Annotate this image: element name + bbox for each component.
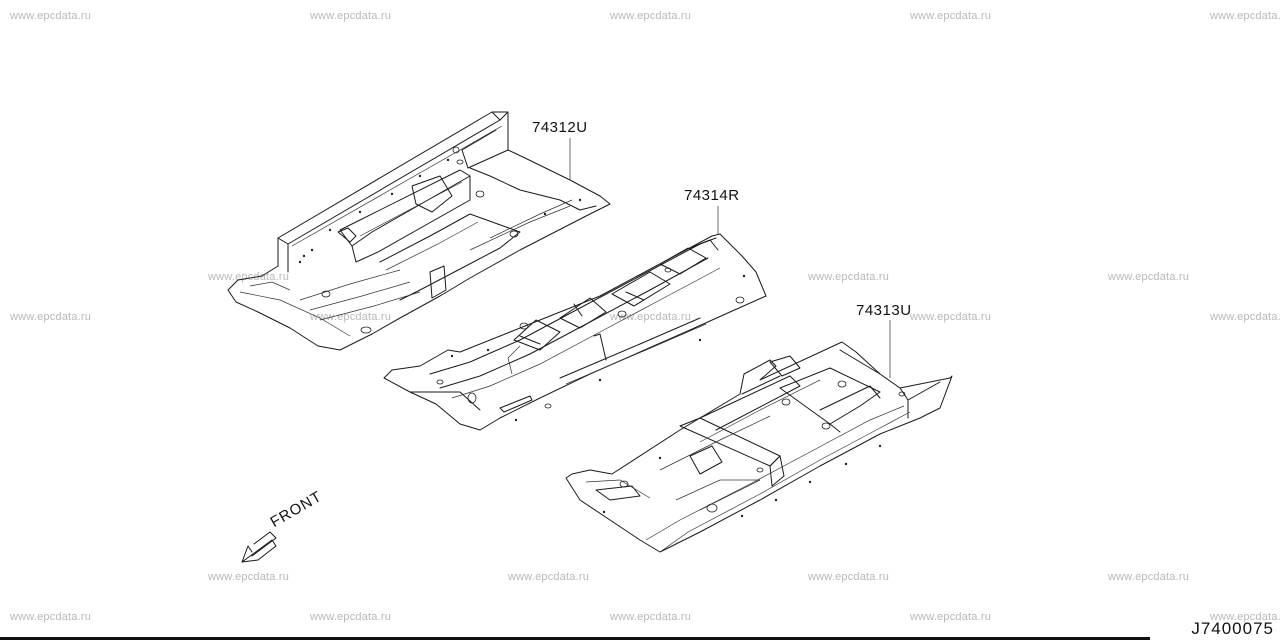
front-direction-arrow-icon: [241, 531, 277, 563]
watermark: www.epcdata.ru: [1108, 571, 1190, 583]
watermark: www.epcdata.ru: [310, 10, 392, 22]
watermark: www.epcdata.ru: [1108, 271, 1190, 283]
watermark: www.epcdata.ru: [610, 611, 692, 623]
watermark: www.epcdata.ru: [808, 571, 890, 583]
part-number-label[interactable]: 74312U: [532, 119, 588, 136]
watermark: www.epcdata.ru: [808, 271, 890, 283]
watermark: www.epcdata.ru: [1210, 311, 1280, 323]
part-number-label[interactable]: 74314R: [684, 187, 740, 204]
part-number-label[interactable]: 74313U: [856, 302, 912, 319]
watermark: www.epcdata.ru: [1210, 10, 1280, 22]
watermark: www.epcdata.ru: [610, 311, 692, 323]
watermark: www.epcdata.ru: [310, 611, 392, 623]
watermark: www.epcdata.ru: [10, 611, 92, 623]
watermark: www.epcdata.ru: [208, 271, 290, 283]
watermark: www.epcdata.ru: [310, 311, 392, 323]
floor-panel-rear-part[interactable]: [565, 320, 953, 553]
watermark: www.epcdata.ru: [10, 311, 92, 323]
watermark: www.epcdata.ru: [910, 611, 992, 623]
floor-panel-front-part[interactable]: [227, 111, 611, 351]
diagram-code: J7400075: [1191, 619, 1274, 638]
watermark: www.epcdata.ru: [1210, 611, 1280, 623]
watermark: www.epcdata.ru: [10, 10, 92, 22]
watermark: www.epcdata.ru: [508, 571, 590, 583]
watermark: www.epcdata.ru: [910, 10, 992, 22]
watermark: www.epcdata.ru: [910, 311, 992, 323]
floor-panel-center-part[interactable]: [383, 206, 767, 431]
watermark: www.epcdata.ru: [208, 571, 290, 583]
bottom-rule: [0, 637, 1150, 640]
watermark: www.epcdata.ru: [610, 10, 692, 22]
